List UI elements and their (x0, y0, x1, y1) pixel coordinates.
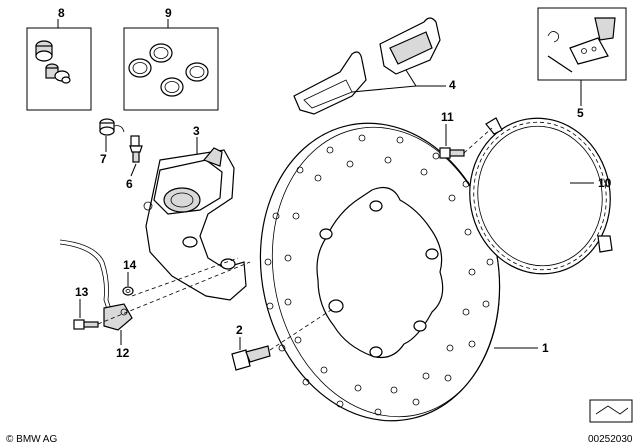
callout-6: 6 (126, 177, 133, 191)
callout-10: 10 (598, 176, 612, 190)
callout-5: 5 (577, 106, 584, 120)
part-14-spacer (122, 286, 134, 296)
callout-7: 7 (100, 152, 107, 166)
fold-arrow-icon (589, 399, 633, 423)
part-1-brake-disc (259, 122, 501, 422)
copyright-label: © BMW AG (6, 434, 57, 445)
callout-4: 4 (449, 78, 456, 92)
part-3-caliper (143, 147, 247, 301)
drawing-number: 00252030 (588, 434, 633, 445)
part-5-retaining-kit (537, 7, 627, 81)
part-2-disc-bolt (231, 345, 271, 371)
part-11-ring-screw (439, 147, 465, 159)
callout-11: 11 (441, 110, 454, 124)
callout-13: 13 (75, 285, 89, 299)
callout-9: 9 (165, 6, 172, 20)
part-4-brake-pads (293, 17, 441, 115)
callout-8: 8 (58, 6, 65, 20)
callout-3: 3 (193, 124, 200, 138)
part-7-bleeder-cap (99, 118, 125, 136)
callout-1: 1 (542, 341, 549, 355)
part-8-caps (26, 27, 92, 111)
part-6-bleeder-screw (129, 135, 143, 163)
part-9-o-rings (123, 27, 219, 111)
callout-2: 2 (236, 323, 243, 337)
part-13-screw (73, 319, 99, 330)
callout-14: 14 (123, 258, 137, 272)
part-12-abs-sensor (59, 239, 133, 331)
callout-12: 12 (116, 346, 130, 360)
part-10-abs-ring (469, 117, 613, 275)
